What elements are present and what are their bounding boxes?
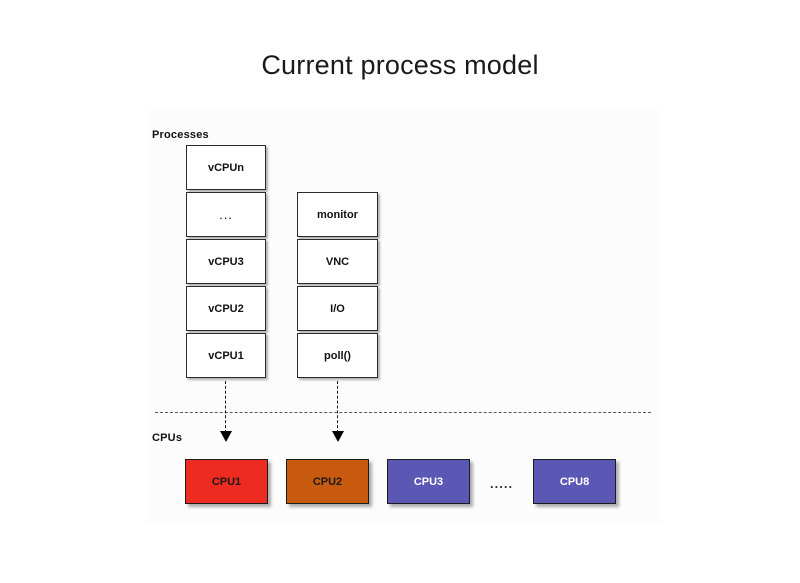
process-box-label: vCPUn [207, 161, 245, 174]
cpu-row: CPU1 CPU2 CPU3 ..... CPU8 [185, 459, 617, 504]
process-box[interactable]: poll() [297, 333, 378, 378]
process-box[interactable]: vCPU2 [186, 286, 266, 331]
process-box-label: ... [219, 207, 233, 222]
cpus-section-label: CPUs [152, 432, 183, 444]
cpu-box-label: CPU3 [413, 475, 444, 488]
cpu-box-3[interactable]: CPU3 [387, 459, 470, 504]
cpu-box-8[interactable]: CPU8 [533, 459, 617, 504]
arrow-shaft [225, 381, 226, 433]
cpu-box-label: CPU1 [211, 475, 242, 488]
process-box-label: I/O [330, 302, 345, 315]
cpu-box-2[interactable]: CPU2 [286, 459, 369, 504]
arrow-shaft [337, 381, 338, 433]
process-box[interactable]: vCPUn [186, 145, 266, 190]
process-box[interactable]: vCPU3 [186, 239, 266, 284]
process-box-label: vCPU2 [208, 302, 244, 315]
process-box-label: vCPU3 [208, 255, 244, 268]
page-title: Current process model [261, 50, 539, 80]
cpu-box-1[interactable]: CPU1 [185, 459, 268, 504]
process-box[interactable]: vCPU1 [186, 333, 266, 378]
processes-section-label: Processes [152, 129, 209, 141]
process-box[interactable]: VNC [297, 239, 378, 284]
process-box-label: monitor [317, 208, 358, 221]
process-column-services: poll() I/O VNC monitor [297, 192, 378, 378]
cpu-box-label: CPU2 [312, 475, 343, 488]
process-box[interactable]: I/O [297, 286, 378, 331]
process-box-label: poll() [324, 349, 351, 362]
cpu-box-label: CPU8 [559, 475, 590, 488]
layer-divider-line [155, 412, 651, 413]
process-box-label: vCPU1 [208, 349, 244, 362]
process-box-ellipsis[interactable]: ... [186, 192, 266, 237]
cpu-row-ellipsis: ..... [490, 476, 514, 491]
process-column-vcpus: vCPU1 vCPU2 vCPU3 ... vCPUn [186, 145, 266, 378]
arrow-head-icon [220, 431, 232, 442]
arrow-head-icon [332, 431, 344, 442]
process-box[interactable]: monitor [297, 192, 378, 237]
process-box-label: VNC [325, 255, 350, 268]
